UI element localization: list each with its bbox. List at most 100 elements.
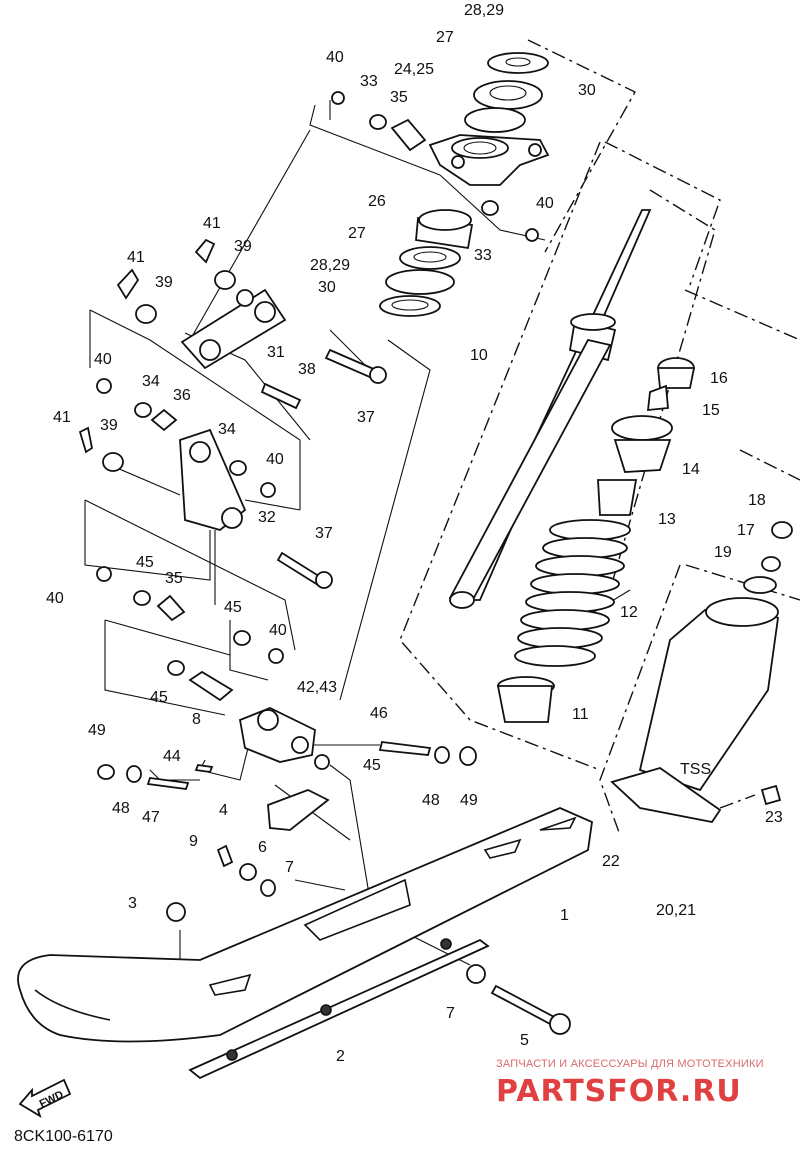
callout-label: 17 <box>737 522 755 539</box>
nut-40-part <box>331 91 345 105</box>
washer-48-part <box>434 746 450 764</box>
upper-bracket-group <box>331 52 550 242</box>
callout-label: 13 <box>658 511 676 528</box>
nut-40b-part <box>525 228 539 242</box>
callout-label: 28,29 <box>310 257 350 274</box>
callout-label: 40 <box>94 351 112 368</box>
washer-30-part <box>464 107 526 133</box>
seal-27-part <box>473 80 543 110</box>
nut-39-part <box>214 270 236 290</box>
callout-label: 18 <box>748 492 766 509</box>
callout-label: 7 <box>285 859 294 876</box>
callout-label: 30 <box>318 279 336 296</box>
callout-label: 19 <box>714 544 732 561</box>
callout-label: 47 <box>142 809 160 826</box>
spring-seat-14-part <box>611 415 673 441</box>
callout-label: 37 <box>315 525 333 542</box>
spacer-35-part <box>390 118 427 152</box>
callout-label: 40 <box>536 195 554 212</box>
callout-label: 10 <box>470 347 488 364</box>
nut-40f-part <box>268 648 284 664</box>
spacer-35b-part <box>156 594 186 622</box>
callout-label: 34 <box>142 373 160 390</box>
shock-absorber-group: TSS <box>448 209 793 823</box>
callout-label: 8 <box>192 711 201 728</box>
bolt-46-part <box>378 741 432 756</box>
collar-45b-part <box>233 630 251 646</box>
nut-39b-part <box>135 304 157 324</box>
washer-30b-part <box>379 295 441 317</box>
callout-label: 2 <box>336 1048 345 1065</box>
callout-label: 26 <box>368 193 386 210</box>
collar-33-part <box>369 114 387 130</box>
collar-33b-part <box>481 200 499 216</box>
callout-label: 37 <box>357 409 375 426</box>
bumper-13-part <box>597 479 638 516</box>
callout-label: 40 <box>266 451 284 468</box>
callout-label: 32 <box>258 509 276 526</box>
nut-40d-part <box>260 482 276 498</box>
callout-label: 36 <box>173 387 191 404</box>
coil-spring-12-part <box>514 519 631 667</box>
nut-40c-part <box>96 378 112 394</box>
callout-label: 20,21 <box>656 902 696 919</box>
svg-text:TSS: TSS <box>680 761 711 778</box>
seal-27b-part <box>399 246 461 270</box>
callout-label: 35 <box>165 570 183 587</box>
pivot-group <box>97 707 477 922</box>
collar-45c-part <box>167 660 185 676</box>
callout-label: 40 <box>46 590 64 607</box>
callout-label: 45 <box>224 599 242 616</box>
pin-9-part <box>216 844 234 868</box>
nut-49b-part <box>97 764 115 780</box>
callout-label: 4 <box>219 802 228 819</box>
pad-4-part <box>267 789 330 831</box>
callout-label: 27 <box>348 225 366 242</box>
callout-label: 16 <box>710 370 728 387</box>
link-arm-group <box>78 238 387 702</box>
callout-label: 45 <box>150 689 168 706</box>
callout-label: 48 <box>112 800 130 817</box>
nut-6-part <box>239 863 257 881</box>
ski-group <box>17 807 593 1080</box>
fwd-arrow-icon: FWD <box>18 1078 72 1118</box>
callout-label: 49 <box>88 722 106 739</box>
collar-34-part <box>134 402 152 418</box>
callout-label: 45 <box>363 757 381 774</box>
pin-44-part <box>194 764 214 773</box>
callout-label: 39 <box>155 274 173 291</box>
bolt-5-part <box>490 984 558 1027</box>
washer-19-part <box>743 576 777 594</box>
nut-17-part <box>761 556 781 572</box>
collar-45-part <box>133 590 151 606</box>
middle-bushing-group <box>379 209 474 317</box>
callout-label: 30 <box>578 82 596 99</box>
callout-label: 11 <box>572 706 589 723</box>
callout-label: 23 <box>765 809 783 826</box>
callout-label: 27 <box>436 29 454 46</box>
callout-label: 1 <box>560 907 569 924</box>
callout-label: 5 <box>520 1032 529 1049</box>
pin-41-part <box>116 268 140 300</box>
callout-label: 38 <box>298 361 316 378</box>
callout-label: 39 <box>234 238 252 255</box>
callout-label: 22 <box>602 853 620 870</box>
washer-28-29-part <box>487 52 549 74</box>
callout-label: 45 <box>136 554 154 571</box>
watermark-tagline: ЗАПЧАСТИ И АКСЕССУАРЫ ДЛЯ МОТОТЕХНИКИ <box>496 1058 764 1070</box>
washer-28-29b-part <box>385 269 455 295</box>
callout-label: 33 <box>474 247 492 264</box>
callout-label: 33 <box>360 73 378 90</box>
callout-label: 40 <box>326 49 344 66</box>
callout-label: 9 <box>189 833 198 850</box>
callout-label: 41 <box>53 409 71 426</box>
runner-2-part <box>188 938 490 1080</box>
bolt-38-part <box>260 382 302 410</box>
spacer-8-part <box>188 670 234 702</box>
collar-45d-part <box>314 754 330 770</box>
callout-label: 34 <box>218 421 236 438</box>
callout-label: 14 <box>682 461 700 478</box>
callout-label: 24,25 <box>394 61 434 78</box>
callout-label: 46 <box>370 705 388 722</box>
